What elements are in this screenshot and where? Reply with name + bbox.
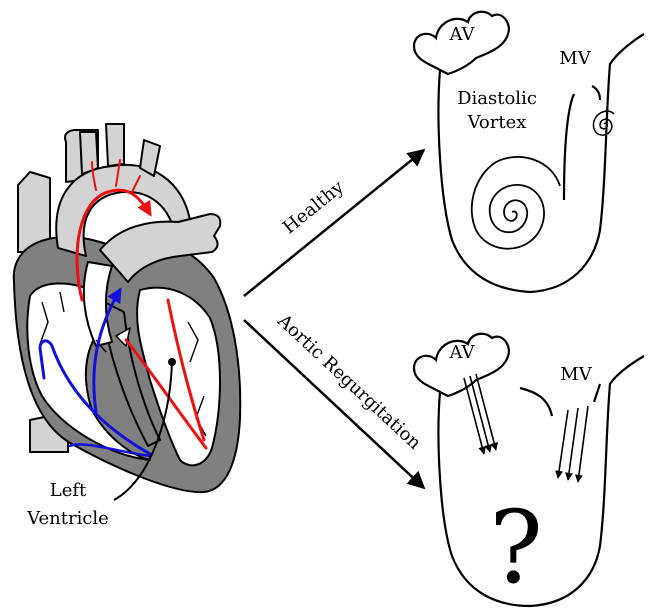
mv-jet-2 xyxy=(568,408,578,480)
regurgitation-label: Aortic Regurgitation xyxy=(273,310,426,454)
outcome-arrows: Healthy Aortic Regurgitation xyxy=(244,150,425,488)
healthy-panel-labels: AV MV Diastolic Vortex xyxy=(448,24,591,133)
regurgitation-mv-leaflet xyxy=(520,388,552,416)
healthy-mv-leaflet xyxy=(564,94,574,200)
vortex-label-line2: Vortex xyxy=(467,112,527,133)
diastolic-vortex-small xyxy=(593,111,614,135)
regurgitation-av-label: AV xyxy=(448,342,475,363)
healthy-arrow xyxy=(244,150,424,296)
heart-illustration xyxy=(14,124,240,492)
healthy-ventricle-panel xyxy=(414,12,644,292)
healthy-label: Healthy xyxy=(279,176,349,238)
vortex-label-line1: Diastolic xyxy=(457,88,537,109)
mv-jet-1 xyxy=(558,410,568,478)
left-ventricle-label-line1: Left xyxy=(50,480,87,501)
healthy-av-label: AV xyxy=(448,24,475,45)
left-ventricle-label-line2: Ventricle xyxy=(26,508,109,529)
regurgitation-mv-label: MV xyxy=(560,364,592,385)
vortex-spiral-small xyxy=(593,111,614,135)
healthy-mv-label: MV xyxy=(559,48,591,69)
regurgitation-arrow xyxy=(244,320,424,488)
unknown-question-mark: ? xyxy=(489,489,543,606)
mv-jet-3 xyxy=(578,406,588,482)
vortex-spiral-large xyxy=(472,157,560,249)
diastolic-vortex-large xyxy=(472,157,560,249)
